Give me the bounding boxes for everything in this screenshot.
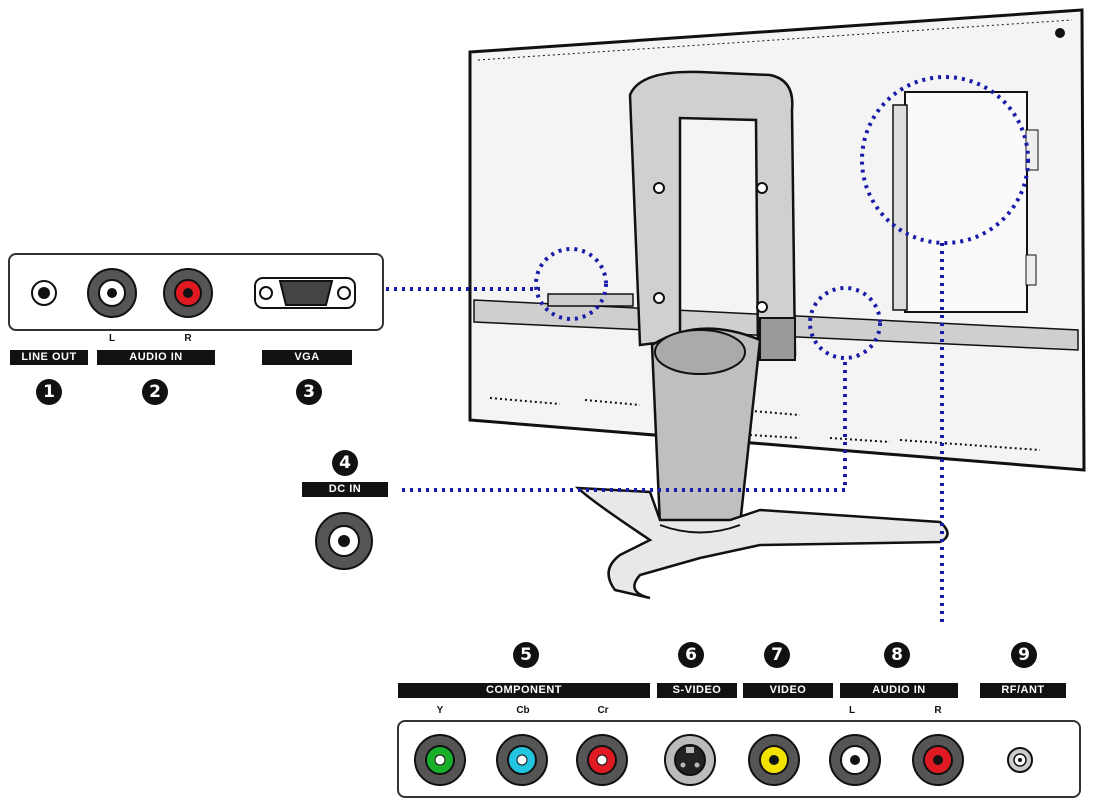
rf-ant-label: RF/ANT xyxy=(980,683,1066,698)
top-audio-r-sublabel: R xyxy=(184,333,192,344)
line-out-jack[interactable] xyxy=(31,280,57,306)
audio-in-label: AUDIO IN xyxy=(97,350,215,365)
rf-ant-jack[interactable] xyxy=(1007,747,1033,773)
cr-sublabel: Cr xyxy=(597,705,609,716)
audio-in-r-jack[interactable] xyxy=(163,268,213,318)
vga-port[interactable] xyxy=(254,277,356,309)
s-video-port[interactable] xyxy=(664,734,716,786)
number-6-badge: 6 xyxy=(678,642,704,668)
line-out-label: LINE OUT xyxy=(10,350,88,365)
dc-in-label: DC IN xyxy=(302,482,388,497)
bottom-audio-l-sublabel: L xyxy=(848,705,856,716)
vga-label: VGA xyxy=(262,350,352,365)
s-video-label: S-VIDEO xyxy=(657,683,737,698)
top-audio-l-sublabel: L xyxy=(108,333,116,344)
dc-in-jack[interactable] xyxy=(315,512,373,570)
y-sublabel: Y xyxy=(436,705,444,716)
number-4-badge: 4 xyxy=(332,450,358,476)
component-y-jack[interactable] xyxy=(414,734,466,786)
component-label: COMPONENT xyxy=(398,683,650,698)
bottom-audio-r-sublabel: R xyxy=(934,705,942,716)
number-5-badge: 5 xyxy=(513,642,539,668)
video-jack[interactable] xyxy=(748,734,800,786)
number-1-badge: 1 xyxy=(36,379,62,405)
number-3-badge: 3 xyxy=(296,379,322,405)
video-label: VIDEO xyxy=(743,683,833,698)
number-9-badge: 9 xyxy=(1011,642,1037,668)
number-7-badge: 7 xyxy=(764,642,790,668)
component-cb-jack[interactable] xyxy=(496,734,548,786)
component-cr-jack[interactable] xyxy=(576,734,628,786)
bottom-audio-in-label: AUDIO IN xyxy=(840,683,958,698)
bottom-audio-l-jack[interactable] xyxy=(829,734,881,786)
number-8-badge: 8 xyxy=(884,642,910,668)
cb-sublabel: Cb xyxy=(516,705,530,716)
number-2-badge: 2 xyxy=(142,379,168,405)
audio-in-l-jack[interactable] xyxy=(87,268,137,318)
bottom-audio-r-jack[interactable] xyxy=(912,734,964,786)
